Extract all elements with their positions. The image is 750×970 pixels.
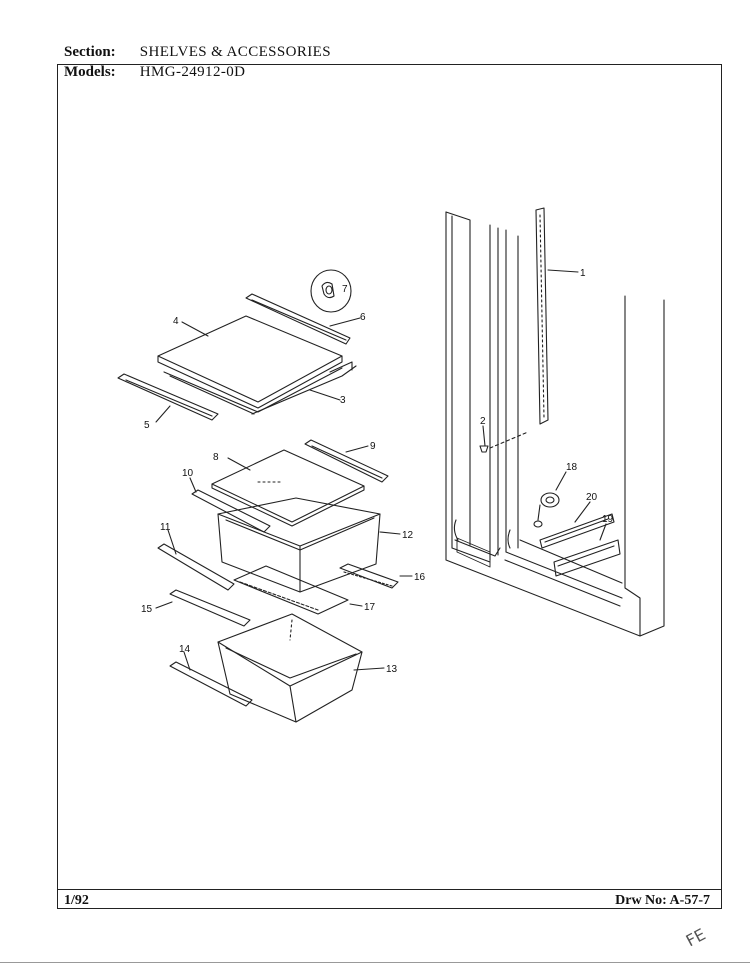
footer-date: 1/92 <box>64 893 89 908</box>
callout-12: 12 <box>402 530 414 541</box>
footer-divider <box>57 889 722 890</box>
part-3-shelf-frame <box>163 361 357 415</box>
callout-9: 9 <box>370 441 376 452</box>
part-9-rail <box>304 439 389 483</box>
callout-19: 19 <box>602 514 614 525</box>
part-4-glass-shelf <box>157 315 343 409</box>
part-12-crisper-drawer <box>217 497 401 593</box>
cabinet-liner <box>445 211 665 637</box>
callout-5: 5 <box>144 420 150 431</box>
callout-15: 15 <box>141 604 153 615</box>
callout-18: 18 <box>566 462 578 473</box>
callout-6: 6 <box>360 312 366 323</box>
part-6-rail <box>245 293 361 345</box>
part-14-rail <box>169 651 253 707</box>
callout-7: 7 <box>342 284 348 295</box>
callout-13: 13 <box>386 664 398 675</box>
part-7-clip <box>310 269 352 313</box>
drawing-number: Drw No: A-57-7 <box>615 893 710 908</box>
part-18-roller <box>533 471 567 528</box>
callout-4: 4 <box>173 316 179 327</box>
callout-16: 16 <box>414 572 426 583</box>
part-8-crisper-cover <box>211 449 365 527</box>
callout-1: 1 <box>580 268 586 279</box>
part-16-rail <box>339 563 413 589</box>
part-5-rail <box>117 373 219 423</box>
callout-2: 2 <box>480 416 486 427</box>
models-value: HMG-24912-0D <box>139 64 246 80</box>
callout-11: 11 <box>160 522 171 533</box>
callout-10: 10 <box>182 468 194 479</box>
part-2-screw <box>479 425 529 453</box>
diagram-frame <box>57 64 722 909</box>
part-1-shelf-ladder <box>535 207 579 425</box>
callout-20: 20 <box>586 492 598 503</box>
callout-17: 17 <box>364 602 376 613</box>
callout-3: 3 <box>340 395 346 406</box>
part-20-rail <box>539 501 615 549</box>
part-11-rail <box>157 529 235 591</box>
models-label: Models: <box>64 64 116 80</box>
models-header: Models: HMG-24912-0D <box>64 64 245 81</box>
section-header: Section: SHELVES & ACCESSORIES <box>64 44 331 61</box>
part-17-slide-tray <box>233 565 363 615</box>
part-15-rail <box>155 589 251 627</box>
section-value: SHELVES & ACCESSORIES <box>139 44 331 60</box>
section-label: Section: <box>64 44 116 60</box>
part-10-rail <box>189 477 271 533</box>
scan-edge-line <box>0 962 750 963</box>
callout-14: 14 <box>179 644 191 655</box>
callout-8: 8 <box>213 452 219 463</box>
part-13-bin <box>217 613 385 723</box>
part-19-rail <box>553 523 621 577</box>
